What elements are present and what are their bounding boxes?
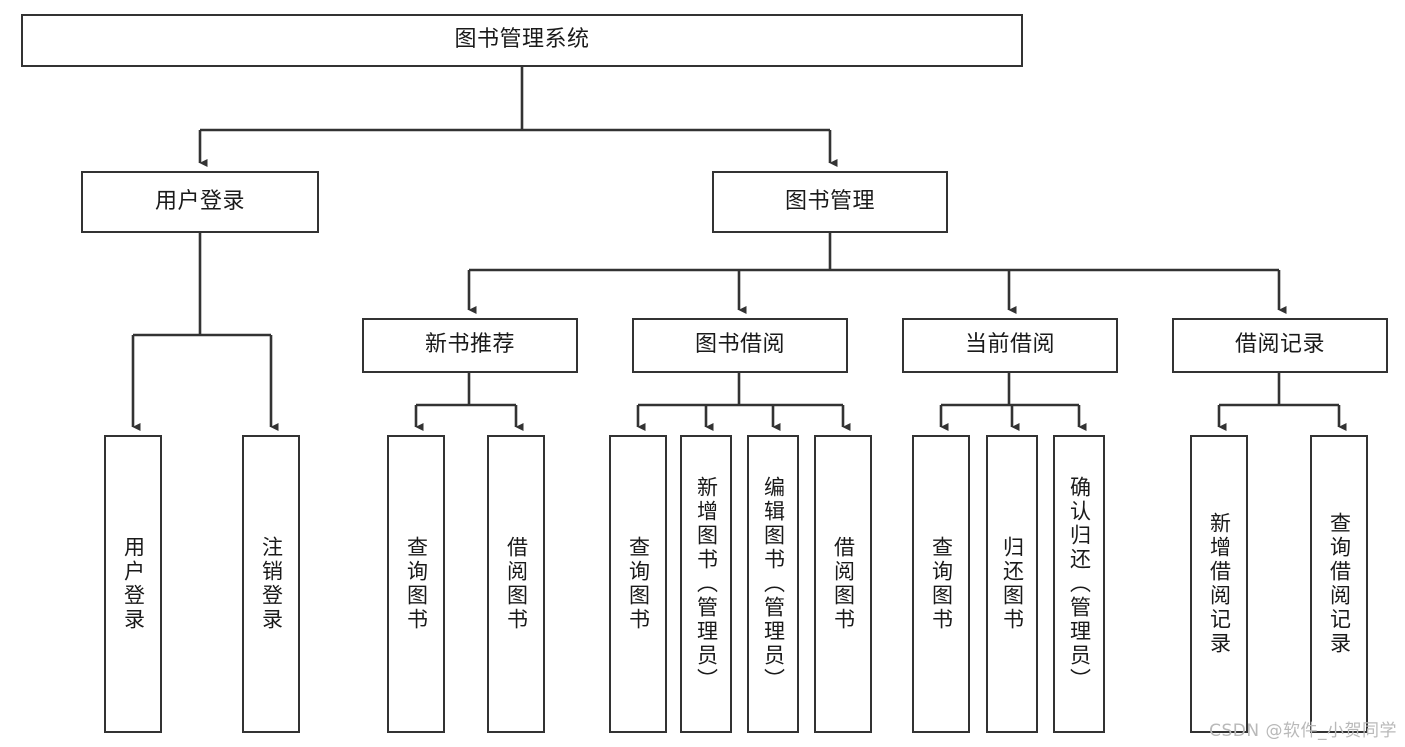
node-leaf-add-book[interactable]: 新增图书（管理员） [680, 435, 732, 733]
node-leaf-user-login[interactable]: 用户登录 [104, 435, 162, 733]
node-book-manage[interactable]: 图书管理 [712, 171, 948, 233]
node-leaf-logout[interactable]: 注销登录 [242, 435, 300, 733]
node-user-login[interactable]: 用户登录 [81, 171, 319, 233]
node-leaf-borrow-book-1-label: 借阅图书 [504, 536, 529, 632]
node-leaf-query-book-1[interactable]: 查询图书 [387, 435, 445, 733]
node-borrow-record-label: 借阅记录 [1234, 332, 1325, 358]
node-book-borrow[interactable]: 图书借阅 [632, 318, 848, 373]
node-leaf-user-login-label: 用户登录 [121, 536, 146, 632]
node-new-book-recommend-label: 新书推荐 [424, 332, 515, 358]
node-leaf-return-book[interactable]: 归还图书 [986, 435, 1038, 733]
node-leaf-borrow-book-2-label: 借阅图书 [831, 536, 856, 632]
node-leaf-query-book-2-label: 查询图书 [626, 536, 651, 632]
node-leaf-borrow-book-2[interactable]: 借阅图书 [814, 435, 872, 733]
node-book-manage-label: 图书管理 [784, 188, 875, 214]
node-book-borrow-label: 图书借阅 [694, 332, 785, 358]
node-leaf-edit-book[interactable]: 编辑图书（管理员） [747, 435, 799, 733]
node-leaf-edit-book-label: 编辑图书（管理员） [761, 476, 786, 692]
node-leaf-logout-label: 注销登录 [259, 536, 284, 632]
node-leaf-query-book-3[interactable]: 查询图书 [912, 435, 970, 733]
node-leaf-query-book-2[interactable]: 查询图书 [609, 435, 667, 733]
node-leaf-add-book-label: 新增图书（管理员） [694, 476, 719, 692]
node-current-borrow[interactable]: 当前借阅 [902, 318, 1118, 373]
node-current-borrow-label: 当前借阅 [964, 332, 1055, 358]
node-leaf-confirm-return[interactable]: 确认归还（管理员） [1053, 435, 1105, 733]
node-root[interactable]: 图书管理系统 [21, 14, 1023, 67]
node-leaf-query-book-1-label: 查询图书 [404, 536, 429, 632]
node-leaf-add-record[interactable]: 新增借阅记录 [1190, 435, 1248, 733]
node-leaf-add-record-label: 新增借阅记录 [1207, 512, 1232, 656]
node-borrow-record[interactable]: 借阅记录 [1172, 318, 1388, 373]
node-new-book-recommend[interactable]: 新书推荐 [362, 318, 578, 373]
node-root-label: 图书管理系统 [454, 27, 590, 53]
node-leaf-query-record-label: 查询借阅记录 [1327, 512, 1352, 656]
node-user-login-label: 用户登录 [154, 188, 245, 214]
node-leaf-query-record[interactable]: 查询借阅记录 [1310, 435, 1368, 733]
node-leaf-return-book-label: 归还图书 [1000, 536, 1025, 632]
node-leaf-borrow-book-1[interactable]: 借阅图书 [487, 435, 545, 733]
node-leaf-confirm-return-label: 确认归还（管理员） [1067, 476, 1092, 692]
node-leaf-query-book-3-label: 查询图书 [929, 536, 954, 632]
